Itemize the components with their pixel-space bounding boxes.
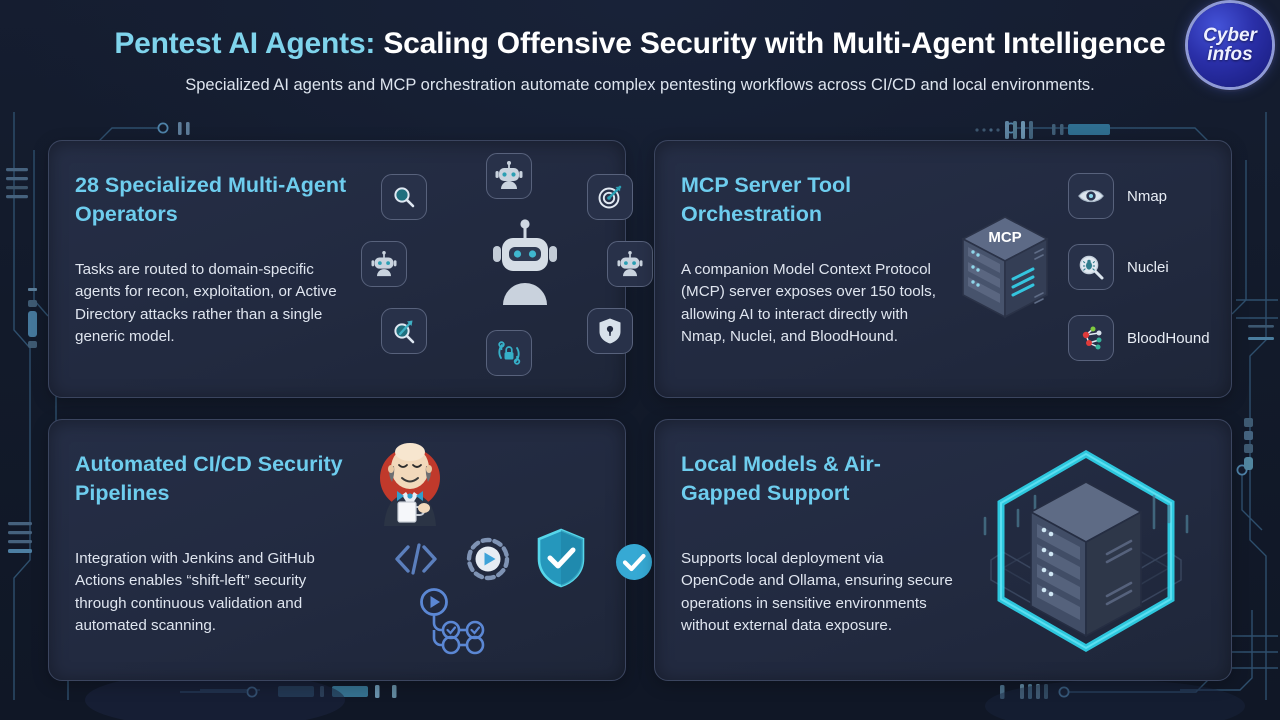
target-arrow-icon [587,174,633,220]
pipeline-flow-icon [417,585,491,660]
jenkins-butler-icon [372,438,448,531]
robot-head-icon [361,241,407,287]
card-heading: Local Models & Air-Gapped Support [681,452,881,505]
header: Pentest AI Agents: Scaling Offensive Sec… [0,0,1280,112]
code-brackets-icon [393,541,439,582]
isometric-server-rack-icon [955,438,1217,669]
play-button-icon [466,537,510,586]
magnifier-icon [381,174,427,220]
mcp-server-label: MCP [988,229,1021,246]
tool-label: Nmap [1127,187,1168,205]
eye-icon [1068,173,1114,219]
shield-check-icon [536,528,586,593]
page-subtitle: Specialized AI agents and MCP orchestrat… [185,76,1095,94]
node-graph-icon [1068,315,1114,361]
page-title: Pentest AI Agents: Scaling Offensive Sec… [0,27,1280,61]
magnifier-arrow-icon [381,308,427,354]
card-specialized-agents: 28 Specialized Multi-Agent Operators Tas… [48,140,653,398]
card-local-models: Local Models & Air-Gapped Support Suppor… [654,419,1232,681]
card-heading: 28 Specialized Multi-Agent Operators [75,173,347,226]
page-title-accent: Pentest AI Agents: [114,27,376,60]
shield-keyhole-icon [587,308,633,354]
card-body: A companion Model Context Protocol (MCP)… [681,261,936,346]
card-mcp-orchestration: MCP Server Tool Orchestration A companio… [654,140,1232,398]
card-heading: Automated CI/CD Security Pipelines [75,452,343,505]
tool-row-nuclei: Nuclei [1068,244,1169,290]
central-robot-icon [489,219,561,310]
page-title-rest: Scaling Offensive Security with Multi-Ag… [375,27,1166,60]
card-body: Tasks are routed to domain-specific agen… [75,261,337,346]
tool-label: BloodHound [1127,329,1210,347]
robot-head-icon [486,153,532,199]
tool-label: Nuclei [1127,258,1169,276]
brand-logo: Cyber infos [1188,3,1272,87]
brand-logo-line2: infos [1207,44,1253,65]
circle-check-icon [615,543,653,586]
robot-head-icon [607,241,653,287]
brand-logo-line1: Cyber [1203,24,1257,46]
card-heading: MCP Server Tool Orchestration [681,173,852,226]
mcp-server-illustration: MCP [957,213,1053,330]
lock-network-icon [486,330,532,376]
magnifier-bug-icon [1068,244,1114,290]
card-body: Integration with Jenkins and GitHub Acti… [75,550,315,635]
tool-row-bloodhound: BloodHound [1068,315,1210,361]
tool-row-nmap: Nmap [1068,173,1167,219]
card-body: Supports local deployment via OpenCode a… [681,550,953,635]
card-cicd-pipelines: Automated CI/CD Security Pipelines Integ… [48,419,652,681]
